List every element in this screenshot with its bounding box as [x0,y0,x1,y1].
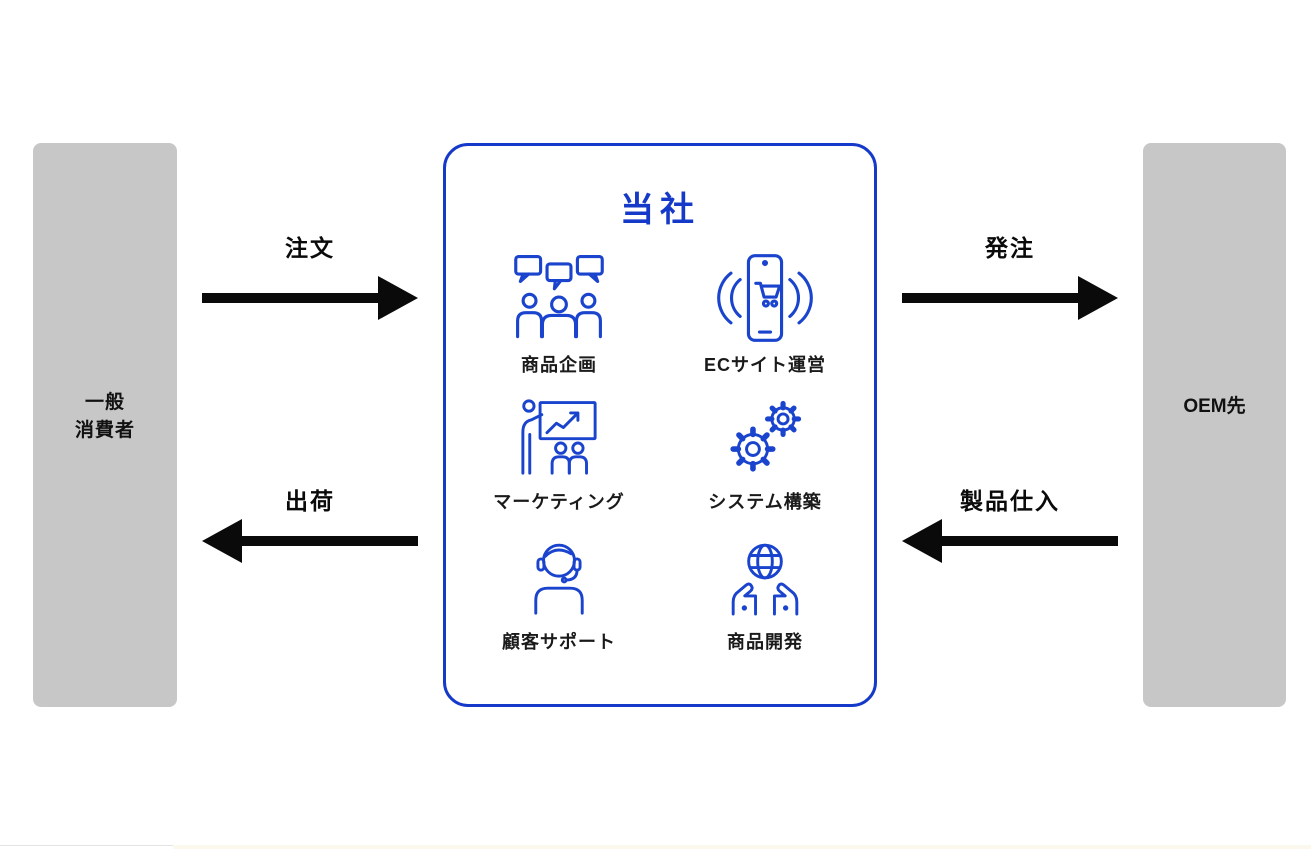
function-label: 商品企画 [521,355,597,375]
function-label: 顧客サポート [502,632,616,652]
function-label: マーケティング [493,492,625,512]
arrow-shaft [940,536,1118,546]
order-flow-label: 注文 [285,235,335,261]
function-customer-support: 顧客サポート [469,533,649,654]
arrow-head [202,519,242,563]
hands-globe-icon [719,533,811,621]
function-ec-site: ECサイト運営 [675,252,855,377]
gears-icon [717,393,813,481]
bottom-edge-right [173,845,1311,849]
function-label: 商品開発 [727,632,803,652]
arrow-shaft [902,293,1080,303]
procurement-flow-label: 製品仕入 [960,488,1060,514]
function-label: ECサイト運営 [703,355,826,375]
po-flow-label: 発注 [985,235,1035,261]
order-arrow-right-icon [202,276,418,320]
consumer-label-line2: 消費者 [74,420,135,441]
arrow-head [1078,276,1118,320]
function-marketing: マーケティング [469,393,649,514]
presentation-chart-icon [511,393,607,481]
function-product-development: 商品開発 [675,533,855,654]
shipment-arrow-left-icon [202,519,418,563]
function-product-planning: 商品企画 [469,252,649,377]
function-system-build: システム構築 [675,393,855,514]
arrow-shaft [202,293,380,303]
company-title: 当社 [620,191,700,229]
oem-label: OEM先 [1183,396,1246,418]
procurement-arrow-left-icon [902,519,1118,563]
function-label: システム構築 [708,492,822,512]
arrow-head [378,276,418,320]
headset-person-icon [513,533,605,621]
phone-cart-icon [714,252,816,344]
oem-box: OEM先 [1143,143,1286,707]
consumer-box: 一般 消費者 [33,143,177,707]
bottom-edge-left [0,845,173,849]
people-chat-icon [511,252,607,344]
shipment-flow-label: 出荷 [285,488,335,514]
arrow-head [902,519,942,563]
consumer-label-line1: 一般 [84,392,125,414]
company-box: 当社 商品企画 [443,143,877,707]
consumer-label: 一般 消費者 [75,389,135,444]
arrow-shaft [240,536,418,546]
po-arrow-right-icon [902,276,1118,320]
